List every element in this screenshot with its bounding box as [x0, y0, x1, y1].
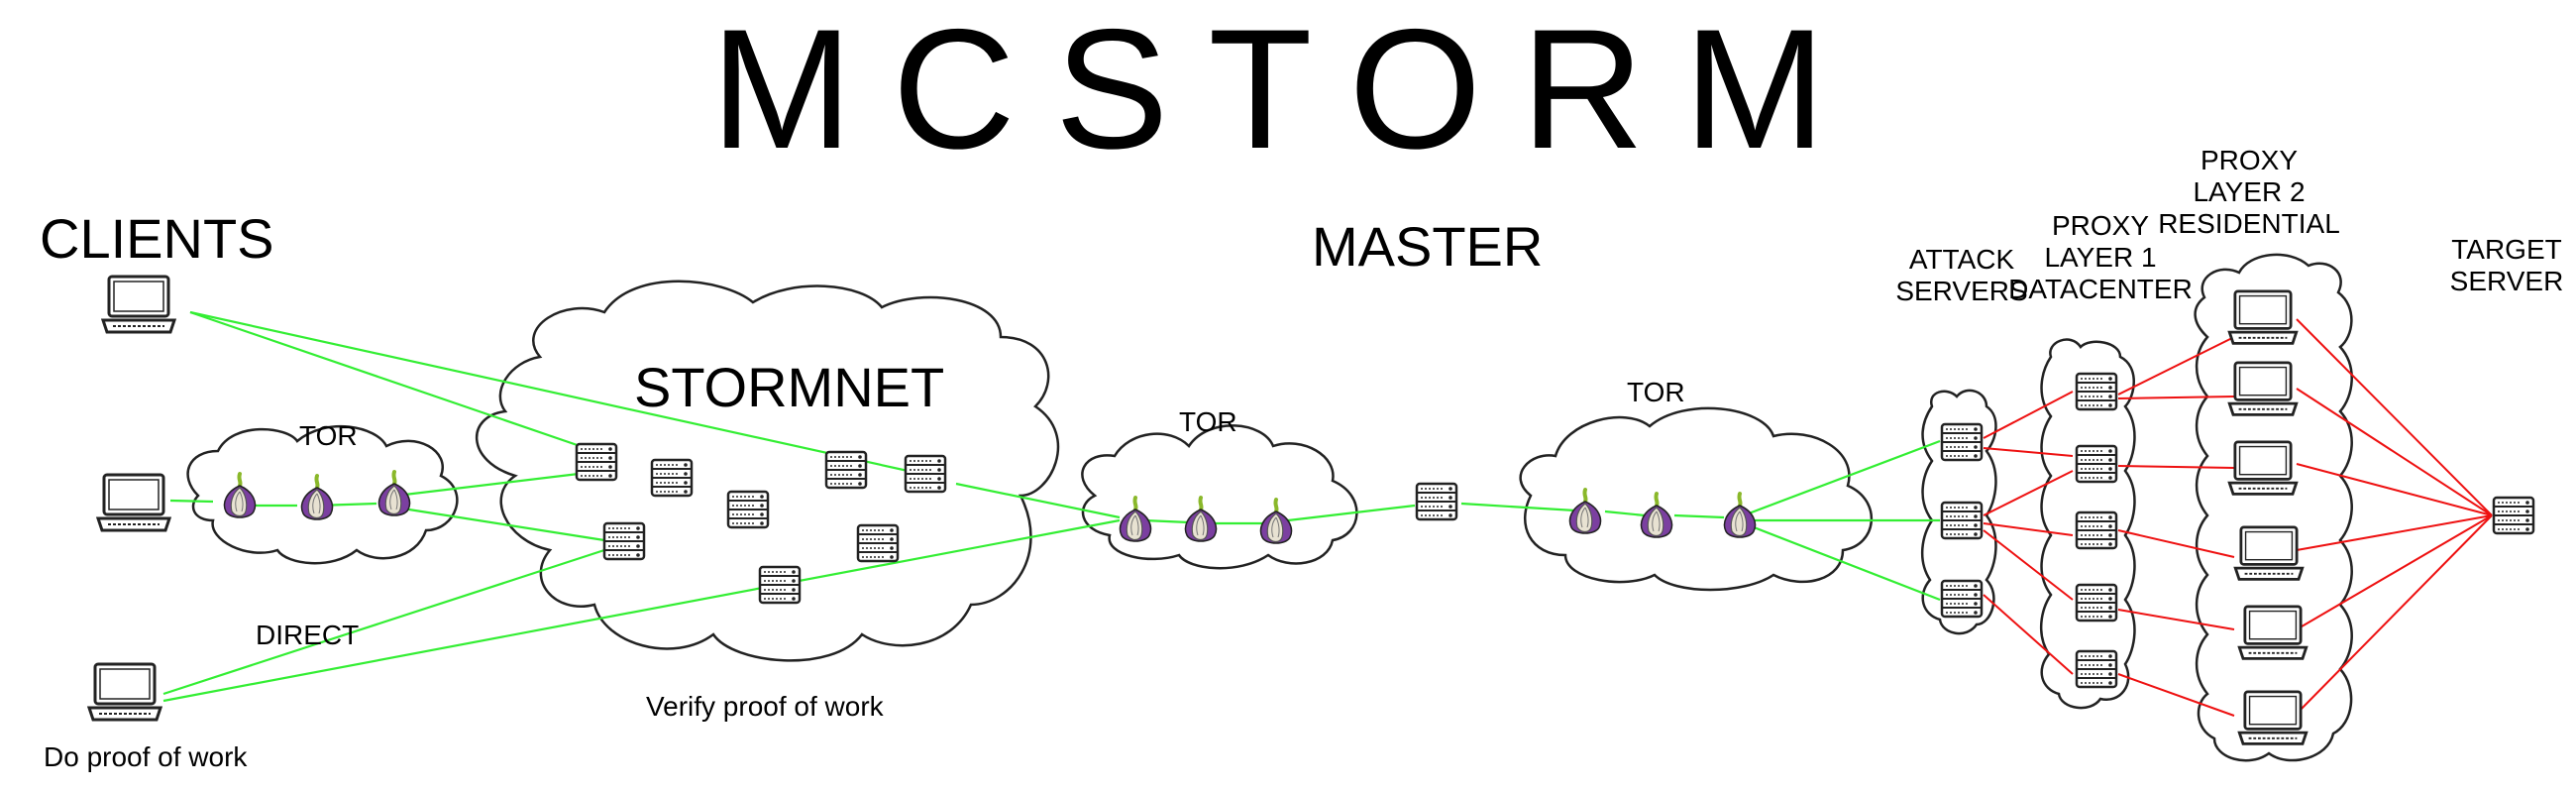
link [2296, 514, 2493, 630]
client-laptop-icon[interactable] [101, 275, 176, 334]
diagram-title: MCSTORM [710, 0, 1866, 184]
tor-cloud-master [1519, 406, 1874, 592]
stormnet-heading: STORMNET [634, 356, 945, 418]
link [2117, 529, 2235, 558]
link [2296, 463, 2493, 516]
link [2296, 388, 2493, 516]
link [1460, 502, 1576, 512]
proxy-layer2-cloud [2194, 253, 2353, 762]
client-laptop-icon[interactable] [96, 473, 171, 532]
proxy-residential-laptop-icon[interactable] [2237, 605, 2308, 660]
proxy-datacenter-server-icon[interactable] [2075, 510, 2118, 550]
link [2117, 609, 2235, 630]
attack-server-icon[interactable] [1940, 579, 1984, 619]
attack-server-icon[interactable] [1940, 422, 1984, 462]
link [2296, 514, 2493, 551]
direct-label: DIRECT [256, 620, 360, 650]
clouds [186, 253, 2353, 762]
stormnet-server-icon[interactable] [726, 490, 770, 529]
attack-servers-label: ATTACK SERVERS [1895, 244, 2028, 306]
client-laptop-icon[interactable] [87, 662, 162, 722]
link [1748, 523, 1941, 602]
proxy-residential-laptop-icon[interactable] [2227, 289, 2299, 345]
link [1748, 439, 1941, 515]
link [1673, 513, 1725, 519]
stormnet-server-icon[interactable] [758, 565, 802, 605]
stormnet-server-icon[interactable] [650, 458, 694, 498]
target-server-icon[interactable] [2492, 496, 2535, 535]
red-links [1983, 318, 2493, 717]
proxy-residential-laptop-icon[interactable] [2227, 361, 2299, 416]
link [1287, 504, 1416, 522]
proxy-datacenter-server-icon[interactable] [2075, 444, 2118, 484]
link [2296, 514, 2493, 715]
proxy-residential-laptop-icon[interactable] [2237, 690, 2308, 745]
link [955, 482, 1121, 519]
link [1143, 518, 1190, 524]
link [169, 499, 214, 504]
link [1983, 447, 2074, 457]
tor-label-clients: TOR [299, 420, 358, 451]
link [2117, 336, 2235, 396]
clients-heading: CLIENTS [40, 207, 274, 270]
stormnet-server-icon[interactable] [904, 454, 947, 494]
link [162, 548, 605, 696]
link [162, 518, 1121, 703]
proxy-residential-laptop-icon[interactable] [2233, 525, 2305, 581]
proxy-datacenter-server-icon[interactable] [2075, 372, 2118, 411]
link [189, 310, 595, 453]
link [1983, 594, 2074, 675]
link [1983, 522, 2074, 536]
stormnet-server-icon[interactable] [575, 442, 618, 482]
link [1604, 510, 1646, 517]
link [2117, 465, 2235, 469]
link [1983, 470, 2074, 516]
stormnet-server-icon[interactable] [824, 450, 868, 490]
proxy-layer1-label: PROXY LAYER 1 DATACENTER [2008, 210, 2193, 304]
verify-proof-of-work-label: Verify proof of work [646, 691, 884, 722]
link [2296, 318, 2493, 516]
proxy-datacenter-server-icon[interactable] [2075, 649, 2118, 689]
stormnet-server-icon[interactable] [602, 521, 646, 561]
proxy-residential-laptop-icon[interactable] [2227, 440, 2299, 496]
link [2117, 673, 2235, 717]
proxy-layer2-label: PROXY LAYER 2 RESIDENTIAL [2158, 145, 2340, 239]
master-server-icon[interactable] [1415, 482, 1458, 521]
link [395, 472, 580, 498]
link [1983, 529, 2074, 601]
link [2117, 396, 2235, 399]
proxy-datacenter-server-icon[interactable] [2075, 583, 2118, 623]
link [1983, 391, 2074, 439]
master-heading: MASTER [1312, 215, 1544, 278]
link [395, 506, 605, 542]
attack-server-icon[interactable] [1940, 501, 1984, 540]
tor-cloud-middle [1081, 424, 1358, 570]
do-proof-of-work-label: Do proof of work [44, 741, 248, 772]
stormnet-server-icon[interactable] [856, 523, 900, 563]
tor-label-middle: TOR [1179, 406, 1237, 437]
target-server-label: TARGET SERVER [2449, 234, 2564, 296]
tor-label-master: TOR [1627, 377, 1685, 407]
link [189, 310, 922, 476]
